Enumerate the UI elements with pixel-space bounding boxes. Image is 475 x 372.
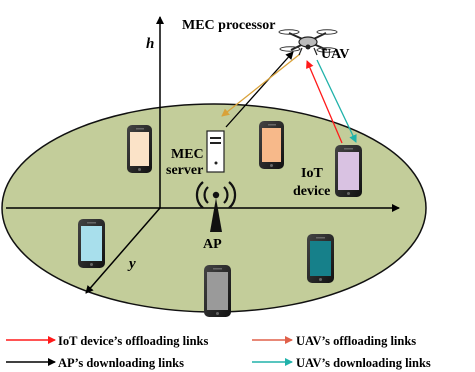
link-mec-to-uav xyxy=(225,51,294,128)
phone-bottom-icon xyxy=(204,265,231,317)
phone-top-left-icon xyxy=(127,125,152,173)
mec-server-label-line2: server xyxy=(166,163,203,178)
mec-server-label-line1: MEC xyxy=(171,147,204,162)
mec-server-icon xyxy=(206,130,225,173)
phone-right-icon xyxy=(307,234,334,283)
axis-h-label: h xyxy=(146,36,154,52)
phone-top-right-icon xyxy=(259,121,284,169)
ap-antenna-icon xyxy=(195,181,237,232)
axis-y-label: y xyxy=(127,256,136,272)
axis-y xyxy=(85,207,161,294)
link-uav-to-mec xyxy=(221,53,301,117)
phone-iot-icon xyxy=(335,145,362,197)
legend: IoT device’s offloading links UAV’s offl… xyxy=(6,334,431,370)
legend-label-uav-downloading: UAV’s downloading links xyxy=(296,356,431,370)
mec-processor-label: MEC processor xyxy=(182,18,275,33)
link-iot-to-uav xyxy=(306,60,343,144)
uav-drone-icon xyxy=(278,29,338,56)
uav-label: UAV xyxy=(321,47,350,62)
iot-device-label-line1: IoT xyxy=(301,166,323,181)
phone-left-icon xyxy=(78,219,105,268)
legend-label-ap-downloading: AP’s downloading links xyxy=(58,356,184,370)
legend-label-uav-offloading: UAV’s offloading links xyxy=(296,334,416,348)
link-uav-to-iot xyxy=(316,59,357,143)
legend-label-iot-offloading: IoT device’s offloading links xyxy=(58,334,209,348)
iot-device-label-line2: device xyxy=(293,184,330,199)
ap-label: AP xyxy=(203,237,222,252)
